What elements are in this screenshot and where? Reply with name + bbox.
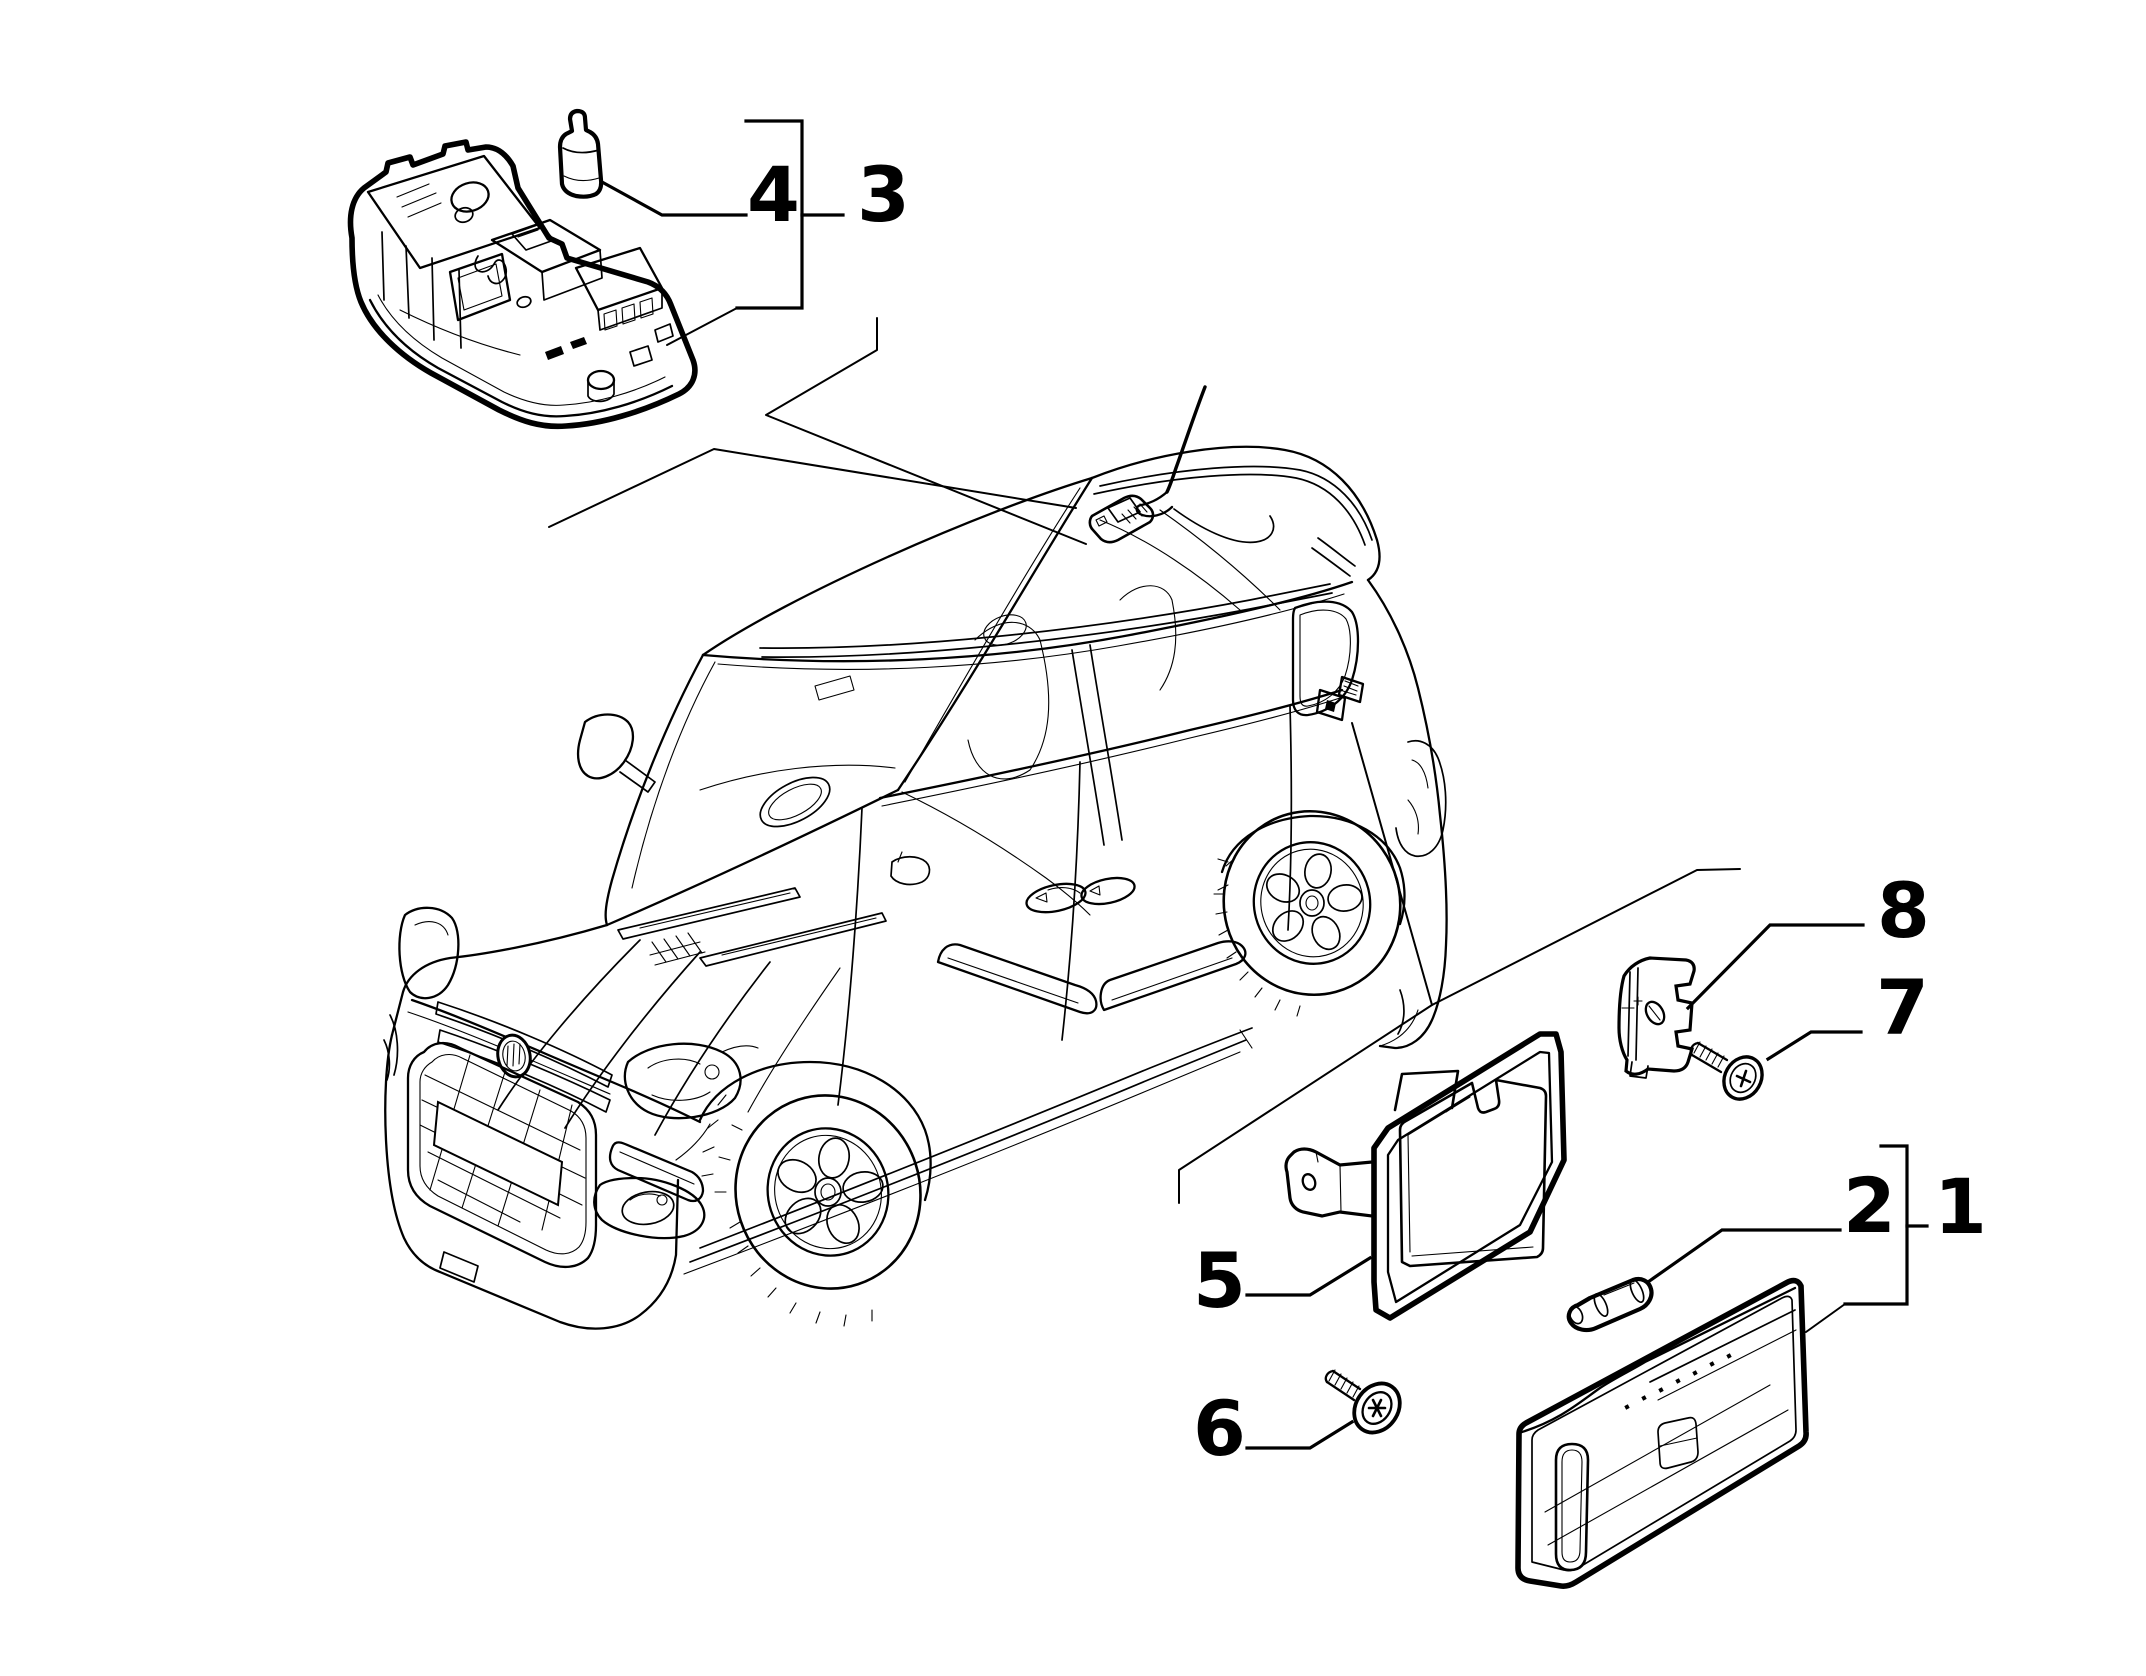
callout-2-label: 2 — [1843, 1161, 1896, 1250]
wedge-bulb — [557, 108, 604, 199]
car-windshield — [604, 476, 1281, 967]
car-hood — [390, 791, 1091, 1136]
door-moulding-strips — [936, 940, 1247, 1015]
car-roof — [701, 445, 1381, 670]
door-handle-front — [1025, 882, 1087, 914]
module-connector — [490, 218, 603, 301]
molded-text-marks — [396, 183, 442, 218]
cargo-lamp-unit — [1515, 1277, 1809, 1589]
mounting-plate — [1284, 1031, 1567, 1321]
module-socket — [574, 246, 664, 331]
bracket-assembly-3 — [666, 119, 845, 346]
lower-grille — [406, 1041, 598, 1269]
front-tire-ticks — [714, 1124, 873, 1327]
roof-antenna — [1135, 385, 1275, 544]
rear-wheel — [1213, 809, 1406, 1017]
dome-lamp-module — [347, 139, 698, 430]
bracket-assembly-1 — [1805, 1144, 1929, 1333]
zone-leader-lines-quarter — [1178, 722, 1741, 1204]
callout-6-label: 6 — [1193, 1384, 1246, 1473]
side-mirror-right — [890, 851, 931, 886]
callout-1-label: 1 — [1934, 1162, 1987, 1251]
fog-lamp — [593, 1176, 706, 1240]
leader-part8 — [1685, 923, 1865, 1011]
leader-part4 — [599, 179, 748, 217]
screw-6 — [1324, 1369, 1402, 1435]
lamp-lens — [1554, 1442, 1590, 1572]
sill-lines — [683, 1027, 1253, 1275]
leader-part5 — [1245, 1255, 1373, 1297]
plate-mounting-tab — [1284, 1147, 1374, 1218]
headlight-left — [398, 906, 460, 1000]
rear-wheel-spokes — [1265, 853, 1363, 951]
leader-part6 — [1245, 1419, 1355, 1450]
bumper-side-intake — [608, 1141, 705, 1203]
zone-leader-lines-roof — [548, 317, 1087, 545]
callout-8-label: 8 — [1877, 866, 1930, 955]
leader-part7 — [1765, 1030, 1863, 1062]
car-rear — [1291, 578, 1448, 1050]
fiat-badge — [496, 1033, 532, 1079]
rear-lamp — [1395, 739, 1447, 858]
bracket-clip — [1617, 956, 1696, 1079]
module-bulb-holder — [586, 369, 616, 403]
callout-5-label: 5 — [1193, 1236, 1246, 1325]
headlight-right — [623, 1042, 759, 1120]
car-interior — [699, 509, 1281, 828]
cowl-vent-hatch — [649, 932, 706, 966]
rear-tire-ticks — [1213, 858, 1301, 1017]
quarter-window — [1291, 600, 1360, 717]
lamp-switch — [1657, 1416, 1699, 1470]
lamp-contact-dots — [1624, 1353, 1732, 1410]
festoon-bulb — [1566, 1276, 1654, 1333]
front-wheel — [698, 1060, 932, 1327]
door-handle-rear — [1080, 876, 1136, 906]
screw-7 — [1689, 1041, 1764, 1101]
callout-3-label: 3 — [857, 150, 910, 239]
car-front-fascia — [383, 906, 759, 1330]
callout-4-label: 4 — [747, 150, 800, 239]
leader-part2 — [1645, 1228, 1842, 1285]
car-illustration — [383, 385, 1448, 1330]
quarter-panel-lamp-location — [1315, 675, 1365, 722]
roof-dome-light — [1088, 494, 1155, 544]
callout-7-label: 7 — [1876, 963, 1929, 1052]
side-mirror-left — [576, 713, 656, 793]
